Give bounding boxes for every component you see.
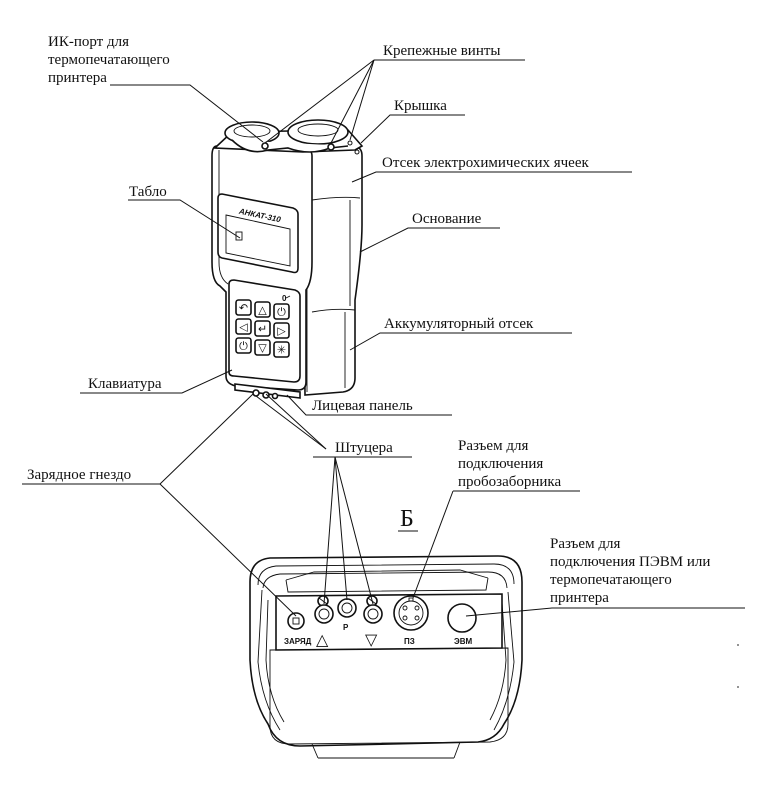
power-key[interactable]: ⏻ (273, 303, 290, 320)
backlight-key-symbol: ✳ (277, 344, 286, 357)
svg-text:0: 0 (282, 294, 287, 303)
label-battery: Аккумуляторный отсек (384, 316, 534, 332)
right-key[interactable]: ▷ (273, 322, 290, 339)
label-front-panel: Лицевая панель (312, 398, 413, 414)
on-key-symbol: ⏻ (239, 340, 248, 353)
undo-key-cap[interactable] (235, 299, 252, 316)
enter-key-cap[interactable] (254, 320, 271, 337)
label-fittings: Штуцера (335, 440, 393, 456)
down-key-symbol: ▽ (258, 342, 267, 355)
backlight-key-cap[interactable] (273, 341, 290, 358)
enter-key[interactable]: ↵ (254, 320, 271, 337)
right-key-cap[interactable] (273, 322, 290, 339)
label-cell-compartment: Отсек электрохимических ячеек (382, 155, 589, 171)
device-bottom-view: ЗАРЯД △ Р ▽ ПЗ ЭВМ (249, 555, 523, 759)
left-key-symbol: ◁ (239, 321, 248, 334)
labels: ИК-порт для термопечатающего принтера Кр… (27, 34, 714, 606)
label-cover: Крышка (394, 98, 447, 114)
down-key-cap[interactable] (254, 339, 271, 356)
device-top-view: АНКАТ-310 ↶△⏻◁↵▷⏻▽✳ 0 (211, 119, 364, 400)
on-key-cap[interactable] (235, 337, 252, 354)
charge-label: ЗАРЯД (284, 637, 312, 646)
label-charge-socket: Зарядное гнездо (27, 467, 131, 483)
leader-lines (22, 59, 745, 617)
arrow-up-label: △ (316, 632, 329, 649)
enter-key-symbol: ↵ (258, 323, 267, 336)
view-letter: Б (400, 506, 414, 532)
keypad: ↶ △ ⏻ ◁ ↵ ▷ ⏻ ▽ ✳ (235, 299, 290, 358)
on-key[interactable]: ⏻ (235, 337, 252, 354)
pz-label: ПЗ (404, 637, 415, 646)
evm-label: ЭВМ (454, 637, 472, 646)
label-display: Табло (129, 184, 167, 200)
right-key-symbol: ▷ (277, 325, 286, 338)
label-base: Основание (412, 211, 482, 227)
power-key-symbol: ⏻ (277, 306, 286, 319)
label-ir-port: ИК-порт для термопечатающего принтера (48, 34, 173, 86)
undo-key-symbol: ↶ (239, 302, 248, 315)
left-key[interactable]: ◁ (235, 318, 252, 335)
up-key-cap[interactable] (254, 301, 271, 318)
up-key[interactable]: △ (254, 301, 271, 318)
label-keyboard: Клавиатура (88, 376, 162, 392)
label-pc-connector: Разъем для подключения ПЭВМ или термопеч… (550, 536, 714, 606)
label-screws: Крепежные винты (383, 43, 501, 59)
left-key-cap[interactable] (235, 318, 252, 335)
power-key-cap[interactable] (273, 303, 290, 320)
down-key[interactable]: ▽ (254, 339, 271, 356)
arrow-down-label: ▽ (365, 632, 378, 649)
backlight-key[interactable]: ✳ (273, 341, 290, 358)
label-probe-connector: Разъем для подключения пробозаборника (458, 438, 561, 490)
undo-key[interactable]: ↶ (235, 299, 252, 316)
up-key-symbol: △ (258, 304, 267, 317)
p-label: Р (343, 623, 349, 632)
